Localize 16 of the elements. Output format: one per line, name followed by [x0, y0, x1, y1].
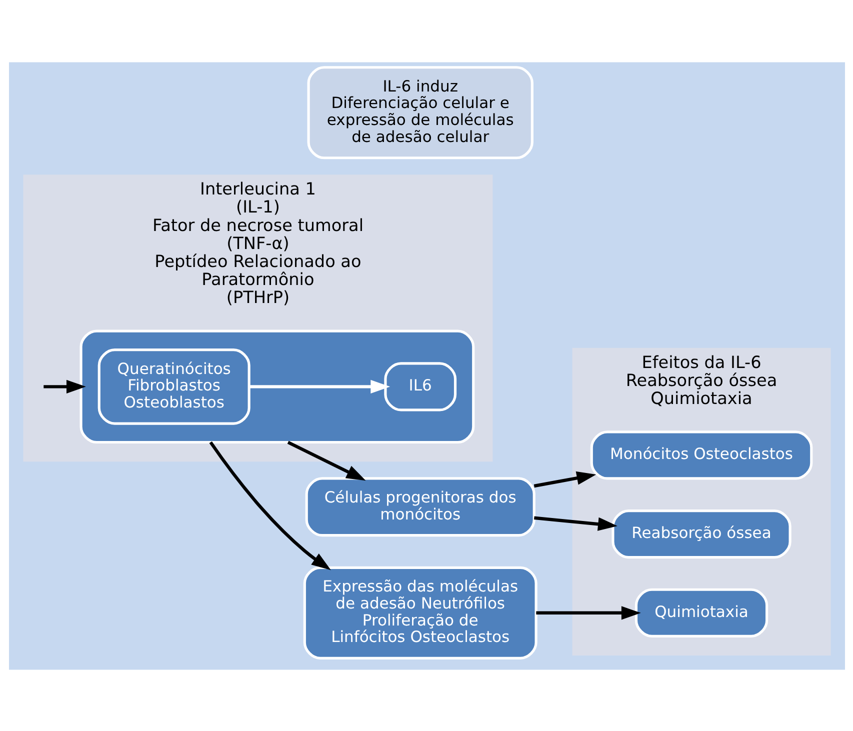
node-box: IL-6 induz Diferenciação celular e expressão de moléculas de adesão celular: [306, 66, 533, 159]
node-box: Expressão das moléculas de adesão Neutrófilos Proliferação de Linfócitos Osteoclastos: [302, 566, 537, 659]
node-box: Queratinócitos Fibroblastos Osteoblastos: [97, 348, 250, 424]
arrow: [248, 379, 390, 393]
arrow: [533, 470, 596, 488]
arrow: [536, 606, 640, 620]
node-box: Reabsorção óssea: [611, 508, 791, 558]
node-box: IL6: [384, 362, 456, 411]
arrow: [208, 440, 330, 570]
node-box: Monócitos Osteoclastos: [590, 430, 812, 480]
arrow: [534, 516, 617, 530]
node-box: Quimiotaxia: [634, 588, 768, 637]
cluster: [79, 329, 474, 444]
node-box: Células progenitoras dos monócitos: [304, 476, 535, 536]
arrow: [286, 440, 366, 480]
arrow: [43, 379, 86, 393]
